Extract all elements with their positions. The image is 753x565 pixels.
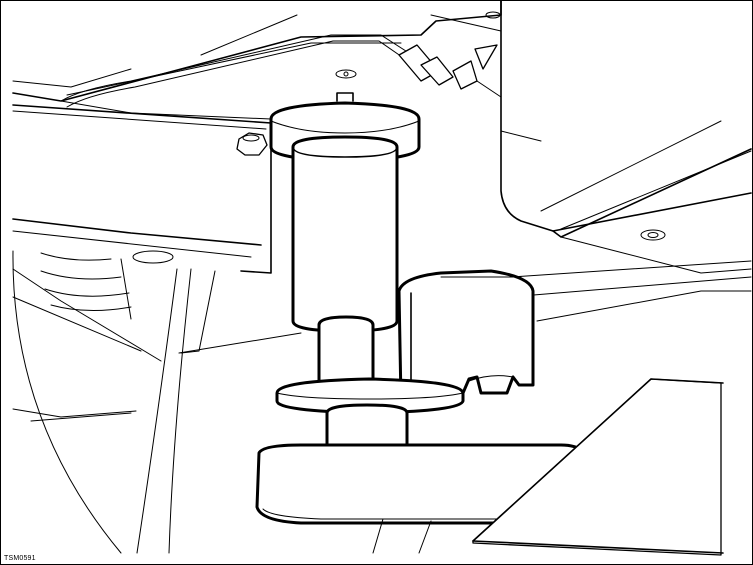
floor-plate xyxy=(472,378,724,556)
right-body-panel xyxy=(430,1,752,274)
suspension-spring xyxy=(12,252,162,422)
tool-cylinder xyxy=(291,135,399,333)
mounting-nut xyxy=(236,132,268,156)
tool-bracket xyxy=(397,269,535,403)
brake-line-fitting xyxy=(60,11,502,108)
tool-lower-flange xyxy=(275,377,465,415)
jack-pad xyxy=(255,443,593,554)
figure-reference-code: TSM0591 xyxy=(4,555,36,562)
wheel-arc xyxy=(12,250,302,554)
tool-shaft xyxy=(317,315,375,385)
